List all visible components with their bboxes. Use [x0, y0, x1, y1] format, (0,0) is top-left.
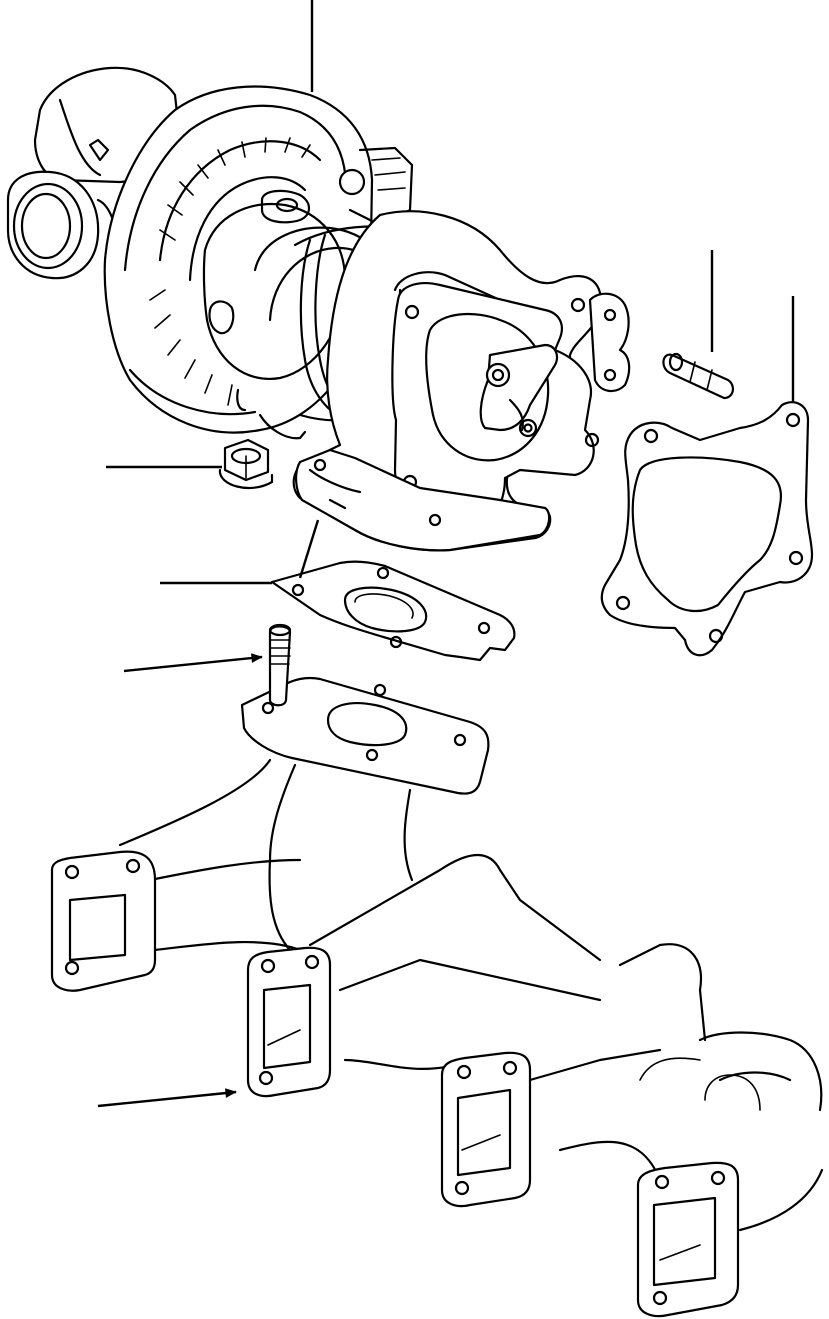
turbo-outlet-gasket — [600, 401, 814, 657]
leader-gasket-tick — [298, 519, 320, 579]
nut — [218, 438, 274, 490]
exhaust-manifold — [50, 676, 824, 1318]
turbo-mount-gasket — [270, 560, 516, 662]
stud — [268, 623, 292, 707]
turbocharger — [6, 66, 631, 552]
leader-lines — [97, 0, 795, 1108]
dowel-pin — [662, 352, 734, 400]
leader-exhaust-manifold — [97, 1088, 237, 1108]
leader-stud — [123, 653, 263, 673]
